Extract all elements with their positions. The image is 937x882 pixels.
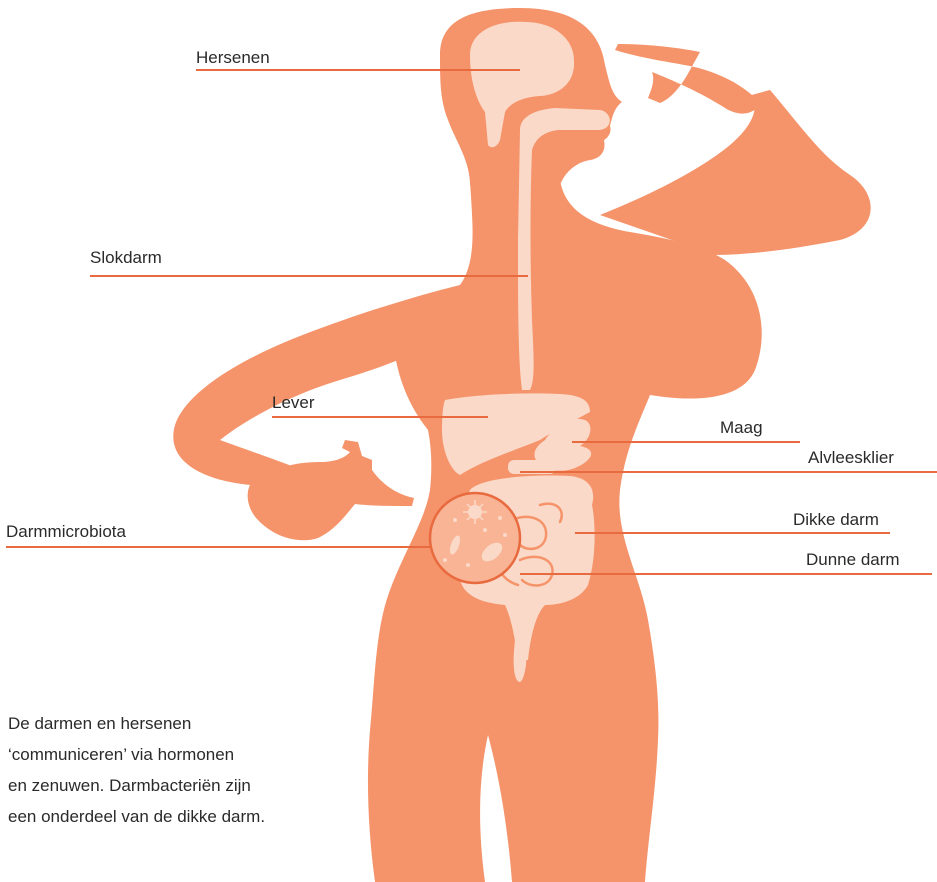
caption-line-4: een onderdeel van de dikke darm. xyxy=(8,801,348,832)
label-large-intestine: Dikke darm xyxy=(793,510,879,530)
caption: De darmen en hersenen ‘communiceren’ via… xyxy=(8,708,348,832)
label-small-intestine: Dunne darm xyxy=(806,550,900,570)
label-esophagus: Slokdarm xyxy=(90,248,162,268)
caption-line-1: De darmen en hersenen xyxy=(8,708,348,739)
label-microbiota: Darmmicrobiota xyxy=(6,522,126,542)
label-liver: Lever xyxy=(272,393,315,413)
label-pancreas: Alvleesklier xyxy=(808,448,894,468)
bacteria-magnifier-icon xyxy=(430,493,520,583)
label-stomach: Maag xyxy=(720,418,763,438)
caption-line-3: en zenuwen. Darmbacteriën zijn xyxy=(8,770,348,801)
label-brain: Hersenen xyxy=(196,48,270,68)
caption-line-2: ‘communiceren’ via hormonen xyxy=(8,739,348,770)
